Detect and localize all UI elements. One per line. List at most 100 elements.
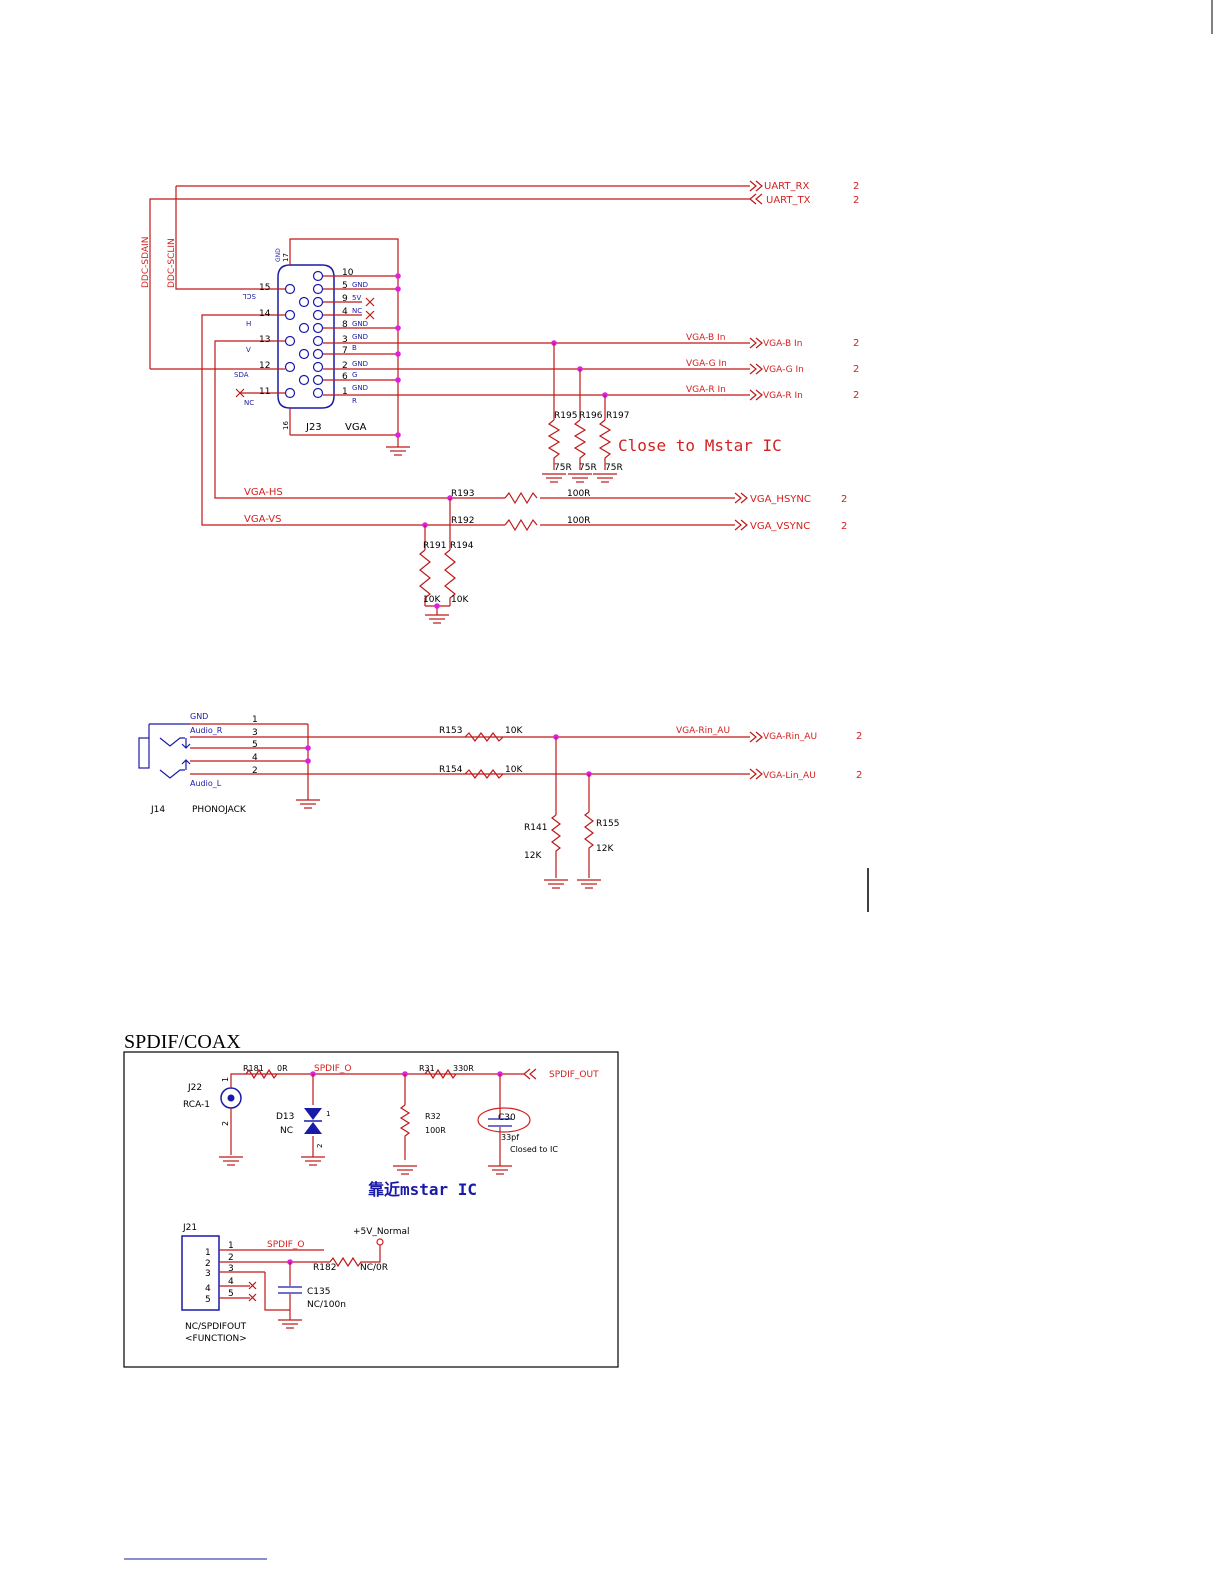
audio-r-net: VGA-Rin_AU bbox=[676, 726, 730, 736]
jack-pin-5: 5 bbox=[252, 740, 258, 750]
vga-section: UART_RX UART_TX 2 2 DDC-SDAIN DDC-SCLIN bbox=[141, 180, 859, 624]
hsync-sheet-ref: 2 bbox=[841, 494, 847, 505]
j22-pin-2: 2 bbox=[221, 1121, 230, 1126]
j22-ref: J22 bbox=[187, 1083, 202, 1093]
spdif-frame bbox=[123, 1051, 619, 1368]
vga-pin-6: 6 bbox=[342, 372, 348, 382]
uart-tx-sheet-ref: 2 bbox=[853, 195, 859, 206]
j21-pin-label-5: 5 bbox=[228, 1289, 234, 1299]
vga-pin-name-3: B bbox=[352, 344, 357, 352]
j21-pin-label-2: 2 bbox=[228, 1253, 234, 1263]
audio-section: GND Audio_R Audio_L 1 3 5 4 2 J14 PHONOJ… bbox=[138, 712, 862, 889]
r155-value: 12K bbox=[596, 844, 614, 854]
diode-ground-icon bbox=[301, 1156, 325, 1166]
r191-ref: R191 bbox=[423, 541, 446, 551]
j21-pin-label-4: 4 bbox=[228, 1277, 234, 1287]
spdif-o-net: SPDIF_O bbox=[314, 1064, 352, 1074]
spdif-out-label: SPDIF_OUT bbox=[549, 1070, 599, 1080]
vga-ground-icon bbox=[386, 446, 410, 456]
vga-vs-net: VGA-VS bbox=[244, 514, 281, 525]
c30-ground-icon bbox=[488, 1165, 512, 1175]
vga-hs-net: VGA-HS bbox=[244, 487, 283, 498]
spdif-section: SPDIF/COAX J22 RCA-1 1 2 R181 0R SPDIF_O… bbox=[123, 1031, 619, 1368]
vga-pin-12: 12 bbox=[259, 361, 270, 371]
vga-r-sheet-ref: 2 bbox=[853, 390, 859, 401]
vga-pin-8: 8 bbox=[342, 320, 348, 330]
r153-ref: R153 bbox=[439, 726, 462, 736]
vga-pin-15: 15 bbox=[259, 283, 270, 293]
jack-ref: J14 bbox=[150, 805, 165, 815]
vga-pin-name-9: 5V bbox=[352, 294, 361, 302]
c30-ref: C30 bbox=[498, 1113, 516, 1123]
r181-ref: R181 bbox=[243, 1064, 264, 1073]
j21-ground-icon bbox=[278, 1319, 302, 1329]
plus5v-rail-icon bbox=[376, 1238, 384, 1246]
r197-ref: R197 bbox=[606, 411, 629, 421]
vga-r-net: VGA-R In bbox=[686, 385, 726, 395]
vga-b-port: VGA-B In bbox=[763, 339, 802, 349]
r192-ref: R192 bbox=[451, 516, 474, 526]
close-to-mstar-note: Close to Mstar IC bbox=[618, 436, 782, 455]
jack-audio-l-label: Audio_L bbox=[190, 779, 222, 788]
vga-pin-2: 2 bbox=[342, 361, 348, 371]
vga-pin-7: 7 bbox=[342, 346, 348, 356]
jack-pin-1: 1 bbox=[252, 715, 258, 725]
vga-pin-11: 11 bbox=[259, 387, 270, 397]
r31-value: 330R bbox=[453, 1064, 474, 1073]
rca-ground-icon bbox=[219, 1156, 243, 1166]
vga-connector bbox=[277, 264, 335, 409]
uart-rx-sheet-ref: 2 bbox=[853, 181, 859, 192]
r141-ref: R141 bbox=[524, 823, 547, 833]
c30-highlight-ring bbox=[477, 1107, 531, 1133]
vga-g-port-icon bbox=[749, 363, 763, 375]
vga-pin-name-4: NC bbox=[352, 307, 362, 315]
vga-pin-name-11: NC bbox=[244, 399, 254, 407]
vga-pin-name-6: GND bbox=[352, 360, 368, 368]
j21-pin-4: 4 bbox=[205, 1284, 211, 1294]
vga-hsync-port: VGA_HSYNC bbox=[750, 494, 811, 505]
uart-tx-label: UART_TX bbox=[766, 195, 811, 206]
rgb-ground-icon bbox=[542, 473, 617, 483]
vga-b-port-icon bbox=[749, 337, 763, 349]
spdif-title: SPDIF/COAX bbox=[124, 1031, 241, 1053]
r182-value: NC/0R bbox=[360, 1263, 388, 1273]
vga-pin-name-17: GND bbox=[275, 248, 282, 262]
jack-ground-icon bbox=[296, 799, 320, 809]
d13-pin-2: 2 bbox=[316, 1144, 324, 1148]
j21-pin-1: 1 bbox=[205, 1248, 211, 1258]
vga-r-port-icon bbox=[749, 389, 763, 401]
vga-pin-9: 9 bbox=[342, 294, 348, 304]
spdif-out-port-icon bbox=[523, 1068, 537, 1080]
vga-pin-name-16: GND bbox=[352, 384, 368, 392]
r31-ref: R31 bbox=[419, 1064, 435, 1073]
vga-pin-name-14: H bbox=[246, 320, 251, 328]
c30-note: Closed to IC bbox=[510, 1145, 558, 1154]
r154-value: 10K bbox=[505, 765, 523, 775]
r181-value: 0R bbox=[277, 1064, 288, 1073]
r193-ref: R193 bbox=[451, 489, 474, 499]
hsync-port-icon bbox=[734, 492, 748, 504]
vga-connector-ref: J23 bbox=[305, 422, 322, 433]
vga-pin-3: 3 bbox=[342, 335, 348, 345]
vga-pin-4: 4 bbox=[342, 307, 348, 317]
audio-l-port: VGA-Lin_AU bbox=[763, 771, 816, 781]
vga-pin-name-8: GND bbox=[352, 320, 368, 328]
vga-g-port: VGA-G In bbox=[763, 365, 804, 375]
c135-ref: C135 bbox=[307, 1287, 330, 1297]
r155-ref: R155 bbox=[596, 819, 619, 829]
vga-g-net: VGA-G In bbox=[686, 359, 727, 369]
audio-l-sheet-ref: 2 bbox=[856, 770, 862, 781]
vga-vsync-port: VGA_VSYNC bbox=[750, 521, 810, 532]
jack-pin-2: 2 bbox=[252, 766, 258, 776]
r32-ref: R32 bbox=[425, 1112, 441, 1121]
ddc-sda-label: DDC-SDAIN bbox=[141, 237, 151, 288]
mstar-note-cn: 靠近mstar IC bbox=[368, 1180, 477, 1199]
j21-ref: J21 bbox=[182, 1223, 197, 1233]
r194-value: 10K bbox=[451, 595, 469, 605]
r193-value: 100R bbox=[567, 489, 590, 499]
vga-pin-name-v: V bbox=[246, 346, 251, 354]
vga-r-port: VGA-R In bbox=[763, 391, 803, 401]
c135-value: NC/100n bbox=[307, 1300, 346, 1310]
vsync-sheet-ref: 2 bbox=[841, 521, 847, 532]
vga-g-sheet-ref: 2 bbox=[853, 364, 859, 375]
